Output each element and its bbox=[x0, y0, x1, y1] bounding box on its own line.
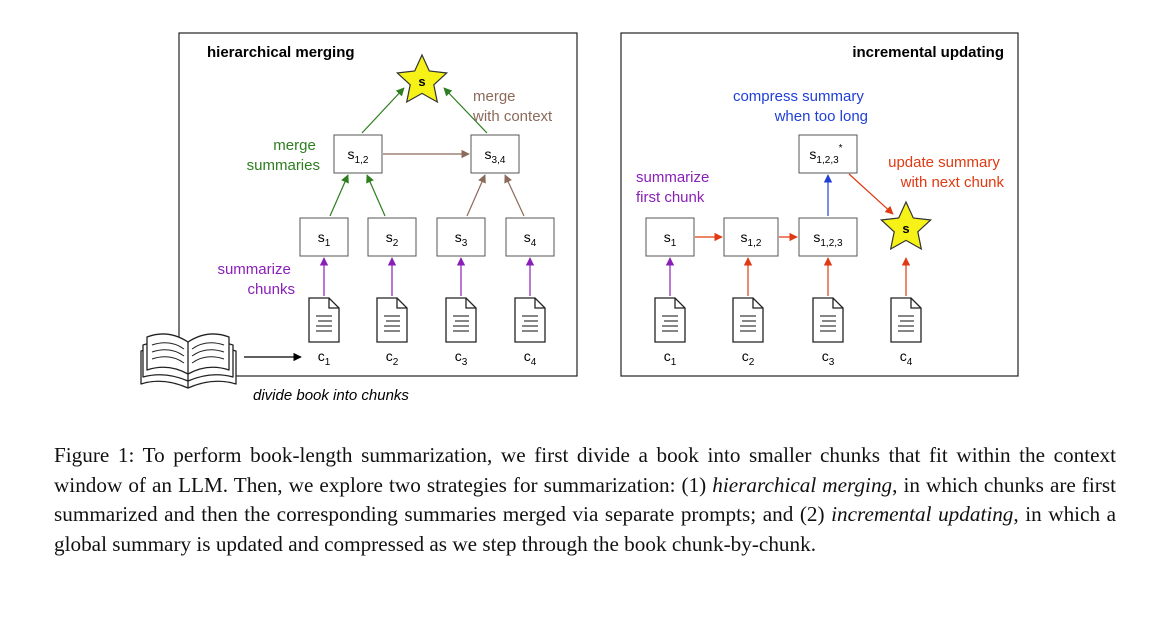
summary-node-s4 bbox=[505, 217, 555, 257]
summarize-chunks-label: summarize chunks bbox=[217, 261, 295, 298]
arrow-s12-to-star bbox=[361, 87, 405, 134]
document-icon bbox=[376, 297, 408, 343]
summary-node-s2 bbox=[367, 217, 417, 257]
chunk-label-c2-incremental: c2 bbox=[742, 348, 755, 368]
caption-text-2: , in which chunks are first summarized a… bbox=[54, 472, 1116, 527]
arrow-compressed-to-star bbox=[848, 173, 894, 215]
summarize-first-chunk-label: summarize first chunk bbox=[636, 169, 714, 206]
divide-book-label: divide book into chunks bbox=[253, 387, 409, 404]
chunk-label-c1-incremental: c1 bbox=[664, 348, 677, 368]
document-icon bbox=[308, 297, 340, 343]
summary-node-s1-incremental bbox=[645, 217, 695, 257]
summary-node-s34 bbox=[470, 134, 520, 174]
right-panel-title: incremental updating bbox=[852, 44, 1004, 61]
summary-node-s1 bbox=[299, 217, 349, 257]
summary-node-s12-label: s1,2 bbox=[348, 146, 369, 166]
right-panel-frame bbox=[620, 32, 1019, 377]
final-summary-label: s bbox=[418, 74, 425, 89]
compress-summary-label: compress summary when too long bbox=[733, 88, 868, 125]
summary-node-s12-incremental-label: s1,2 bbox=[741, 229, 762, 249]
summary-node-s12 bbox=[333, 134, 383, 174]
summary-node-s3 bbox=[436, 217, 486, 257]
left-panel-title: hierarchical merging bbox=[207, 44, 355, 61]
summary-node-s123-incremental bbox=[798, 217, 858, 257]
document-icon bbox=[890, 297, 922, 343]
caption-term-incremental: incremental updating bbox=[831, 502, 1014, 526]
figure-diagram: hierarchical merging incremental updatin… bbox=[140, 32, 1019, 404]
figure-caption: Figure 1: To perform book-length summari… bbox=[54, 441, 1116, 559]
caption-text-3: , in which a global summary is updated a… bbox=[54, 502, 1116, 556]
chunk-label-c2: c2 bbox=[386, 348, 399, 368]
summary-node-s123-compressed-label: s1,2,3* bbox=[809, 143, 842, 166]
arrow-s34-to-star bbox=[443, 87, 488, 134]
chunk-label-c4: c4 bbox=[524, 348, 537, 368]
star-icon bbox=[395, 53, 449, 104]
chunk-label-c3: c3 bbox=[455, 348, 468, 368]
chunk-label-c3-incremental: c3 bbox=[822, 348, 835, 368]
arrow-s1-to-s12 bbox=[329, 174, 349, 217]
book-icon bbox=[140, 333, 237, 389]
summary-node-s3-label: s3 bbox=[455, 229, 468, 249]
arrow-s4-to-s34 bbox=[504, 174, 525, 217]
summary-node-s12-incremental bbox=[723, 217, 779, 257]
final-summary-label-incremental: s bbox=[902, 221, 909, 236]
merge-with-context-label: merge with context bbox=[472, 88, 553, 125]
left-document-icons bbox=[308, 297, 546, 343]
left-panel-frame bbox=[178, 32, 578, 377]
caption-text-1: Figure 1: To perform book-length summari… bbox=[54, 443, 1116, 497]
update-summary-label: update summary with next chunk bbox=[888, 154, 1004, 191]
arrow-s2-to-s12 bbox=[366, 174, 386, 217]
right-document-icons bbox=[654, 297, 922, 343]
summary-node-s123-incremental-label: s1,2,3 bbox=[813, 229, 843, 249]
caption-term-hierarchical: hierarchical merging bbox=[712, 472, 893, 497]
chunk-label-c4-incremental: c4 bbox=[900, 348, 913, 368]
document-icon bbox=[654, 297, 686, 343]
summary-node-s123-compressed bbox=[798, 134, 858, 174]
summary-node-s1-label: s1 bbox=[318, 229, 331, 249]
summary-node-s34-label: s3,4 bbox=[485, 146, 506, 166]
summary-node-s1-incremental-label: s1 bbox=[664, 229, 677, 249]
summary-node-s2-label: s2 bbox=[386, 229, 399, 249]
document-icon bbox=[514, 297, 546, 343]
leaf-summary-nodes: s1 s2 s3 s4 bbox=[299, 217, 555, 257]
summary-node-s4-label: s4 bbox=[524, 229, 537, 249]
document-icon bbox=[812, 297, 844, 343]
document-icon bbox=[445, 297, 477, 343]
star-icon bbox=[879, 200, 933, 251]
merge-summaries-label: merge summaries bbox=[247, 137, 320, 174]
chunk-label-c1: c1 bbox=[318, 348, 331, 368]
document-icon bbox=[732, 297, 764, 343]
arrow-s3-to-s34 bbox=[466, 174, 486, 217]
